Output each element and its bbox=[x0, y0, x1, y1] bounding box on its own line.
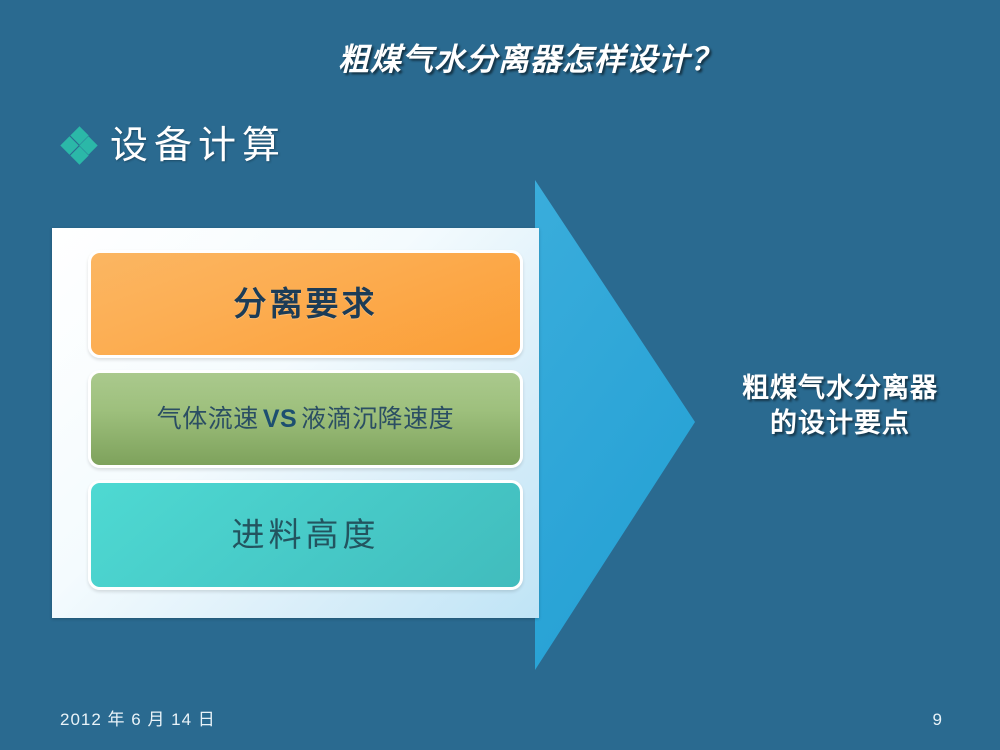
process-outcome-text: 粗煤气水分离器 的设计要点 bbox=[690, 372, 990, 441]
outcome-line-2: 的设计要点 bbox=[770, 407, 910, 439]
step-box-separation-requirement[interactable]: 分离要求 bbox=[88, 250, 523, 358]
step-label: 分离要求 bbox=[233, 283, 378, 323]
section-heading: 设备计算 bbox=[60, 123, 287, 167]
step-label-part-before: 气体流速 bbox=[156, 403, 259, 433]
step-label-part-after: 液滴沉降速度 bbox=[301, 403, 455, 433]
outcome-line-1: 粗煤气水分离器 bbox=[742, 373, 938, 404]
footer-page-number: 9 bbox=[932, 710, 942, 729]
four-diamond-bullet-icon bbox=[60, 126, 98, 165]
footer-date: 2012 年 6 月 14 日 bbox=[60, 710, 216, 729]
section-heading-label: 设备计算 bbox=[110, 123, 287, 167]
step-label: 进料高度 bbox=[231, 514, 380, 554]
page-title: 粗煤气水分离器怎样设计？ bbox=[338, 42, 722, 78]
step-box-feed-height[interactable]: 进料高度 bbox=[88, 480, 523, 590]
step-label-vs: VS bbox=[262, 404, 298, 433]
